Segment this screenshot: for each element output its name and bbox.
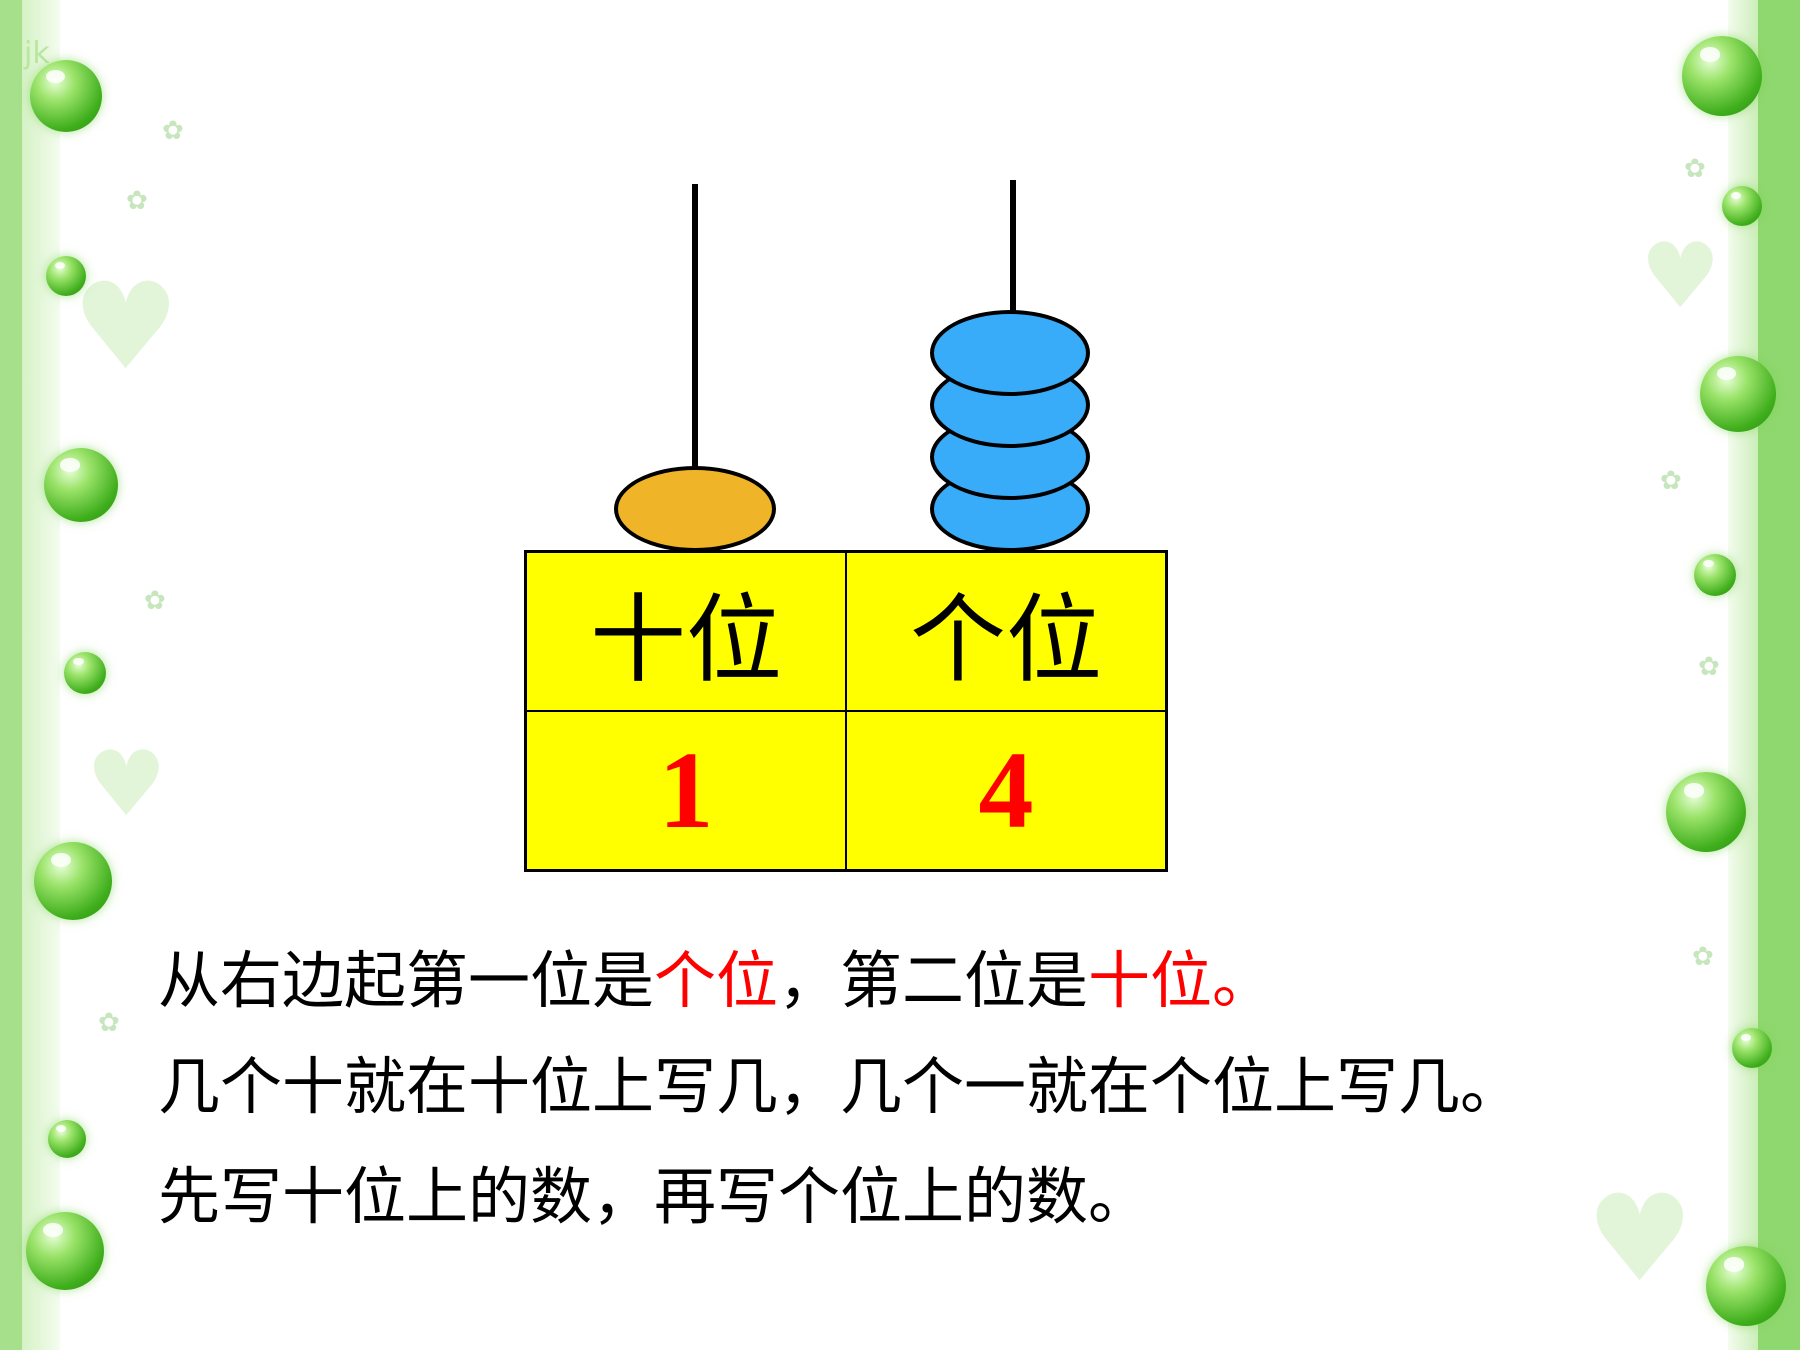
green-bubble-icon	[48, 1120, 86, 1158]
green-bubble-icon	[1694, 554, 1736, 596]
ones-bead	[930, 310, 1090, 396]
left-green-border	[0, 0, 22, 1350]
rule-line-2: 几个十就在十位上写几，几个一就在个位上写几。	[158, 1050, 1523, 1123]
rule-line-1-part3: ，第二位是	[778, 944, 1089, 1017]
green-bubble-icon	[1722, 186, 1762, 226]
rule-line-1-tens-highlight: 十位。	[1088, 944, 1275, 1017]
green-bubble-icon	[1706, 1246, 1786, 1326]
green-bubble-icon	[64, 652, 106, 694]
ones-rod	[1010, 180, 1016, 320]
right-green-border	[1758, 0, 1800, 1350]
tens-bead	[614, 466, 776, 552]
heart-icon: ♥	[1586, 1170, 1694, 1309]
heart-icon: ♥	[1640, 224, 1721, 329]
green-bubble-icon	[46, 256, 86, 296]
green-bubble-icon	[1732, 1028, 1772, 1068]
green-bubble-icon	[44, 448, 118, 522]
tens-rod	[692, 184, 698, 484]
sparkle-icon: ✿	[144, 586, 166, 616]
sparkle-icon: ✿	[162, 116, 184, 146]
place-value-table: 十位 个位 1 4	[524, 550, 1168, 872]
rule-line-1: 从右边起第一位是个位，第二位是十位。	[158, 930, 1274, 1020]
green-bubble-icon	[1700, 356, 1776, 432]
sparkle-icon: ✿	[1660, 466, 1682, 496]
green-bubble-icon	[26, 1212, 104, 1290]
sparkle-icon: ✿	[98, 1008, 120, 1038]
rule-line-1-ones-highlight: 个位	[654, 944, 779, 1017]
heart-icon: ♥	[86, 732, 167, 837]
tens-header: 十位	[526, 552, 846, 711]
heart-icon: ♥	[72, 258, 180, 397]
tens-value: 1	[526, 711, 846, 870]
sparkle-icon: ✿	[1684, 154, 1706, 184]
ones-value: 4	[846, 711, 1166, 870]
sparkle-icon: ✿	[126, 186, 148, 216]
rule-line-3: 先写十位上的数，再写个位上的数。	[158, 1160, 1151, 1233]
green-bubble-icon	[1666, 772, 1746, 852]
ones-header: 个位	[846, 552, 1166, 711]
green-bubble-icon	[30, 60, 102, 132]
sparkle-icon: ✿	[1692, 942, 1714, 972]
sparkle-icon: ✿	[1698, 652, 1720, 682]
rule-line-1-part1: 从右边起第一位是	[158, 944, 655, 1017]
green-bubble-icon	[1682, 36, 1762, 116]
green-bubble-icon	[34, 842, 112, 920]
